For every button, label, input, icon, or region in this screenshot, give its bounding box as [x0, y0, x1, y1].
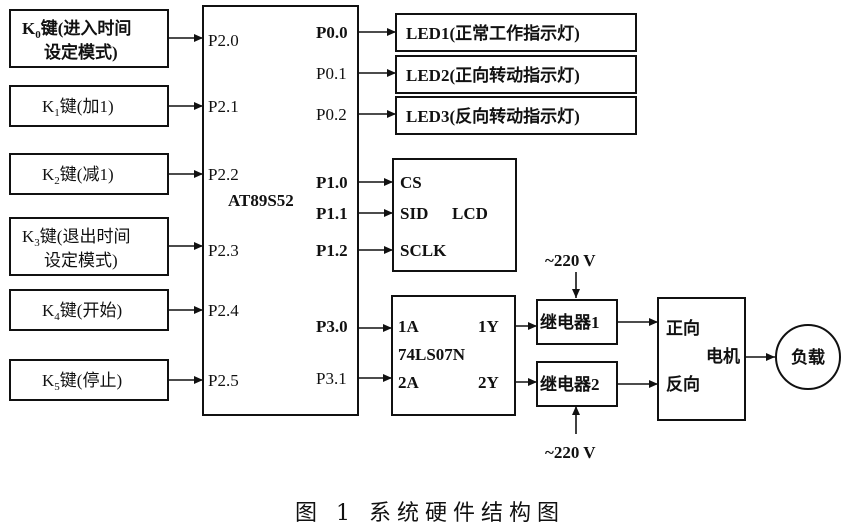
driver-74ls07n: 1A 1Y 74LS07N 2A 2Y — [391, 295, 516, 416]
relay-2: 继电器2 — [536, 361, 618, 407]
key-k1-box — [9, 85, 169, 127]
power-bottom-label: ~220 V — [545, 443, 596, 462]
pin-p1-0: P1.0 — [316, 173, 348, 192]
relay1-label: 继电器1 — [540, 312, 600, 332]
key-k4-label: K4键(开始) — [42, 301, 122, 323]
driver-pin-2a: 2A — [398, 373, 420, 392]
key-k2-label: K2键(减1) — [42, 165, 114, 187]
mcu-output-wires — [358, 28, 396, 382]
key-k4: K4键(开始) — [9, 289, 169, 331]
lcd-pin-cs: CS — [400, 173, 422, 192]
load: 负载 — [775, 324, 841, 390]
key-k5-label: K5键(停止) — [42, 371, 122, 393]
pin-p0-2: P0.2 — [316, 105, 347, 124]
led3-label: LED3(反向转动指示灯) — [406, 106, 580, 126]
key-k2: K2键(减1) — [9, 153, 169, 195]
lcd-module: CS SID SCLK LCD — [392, 158, 517, 272]
lcd-name: LCD — [452, 204, 488, 223]
load-label: 负载 — [791, 347, 825, 367]
motor: 正向 电机 反向 — [657, 297, 746, 421]
key-k0-box — [9, 9, 169, 68]
led3-box — [395, 96, 637, 135]
motor-box — [657, 297, 746, 421]
driver-box — [391, 295, 516, 416]
led1-box — [395, 13, 637, 52]
key-k0-label-line2: 设定模式) — [44, 42, 118, 62]
pin-p0-0: P0.0 — [316, 23, 348, 42]
relay-1: 继电器1 — [536, 299, 618, 345]
key-k2-box — [9, 153, 169, 195]
motor-input-reverse: 反向 — [666, 374, 700, 394]
relay2-label: 继电器2 — [540, 374, 600, 394]
motor-input-forward: 正向 — [666, 318, 700, 338]
key-k3: K3键(退出时间 设定模式) — [9, 217, 169, 276]
lcd-pin-sclk: SCLK — [400, 241, 447, 260]
figure-caption: 图 1 系统硬件结构图 — [295, 501, 565, 526]
driver-name: 74LS07N — [398, 345, 466, 364]
key-k1-label: K1键(加1) — [42, 97, 114, 119]
led2-label: LED2(正向转动指示灯) — [406, 65, 580, 85]
pin-p0-1: P0.1 — [316, 64, 347, 83]
key-wires — [168, 34, 203, 384]
key-k1: K1键(加1) — [9, 85, 169, 127]
driver-pin-2y: 2Y — [478, 373, 499, 392]
driver-pin-1a: 1A — [398, 317, 420, 336]
driver-pin-1y: 1Y — [478, 317, 499, 336]
pin-p2-5: P2.5 — [208, 371, 239, 390]
pin-p2-2: P2.2 — [208, 165, 239, 184]
load-circle — [775, 324, 841, 390]
pin-p2-3: P2.3 — [208, 241, 239, 260]
pin-p1-2: P1.2 — [316, 241, 348, 260]
pin-p2-0: P2.0 — [208, 31, 239, 50]
motor-name: 电机 — [706, 346, 740, 366]
led2-box — [395, 55, 637, 94]
lcd-pin-sid: SID — [400, 204, 428, 223]
power-top-label: ~220 V — [545, 251, 596, 270]
pin-p2-1: P2.1 — [208, 97, 239, 116]
relay1-box — [536, 299, 618, 345]
key-k3-label: K3键(退出时间 — [22, 227, 130, 249]
pin-p2-4: P2.4 — [208, 301, 239, 320]
pin-p1-1: P1.1 — [316, 204, 348, 223]
key-k0-label: K0键(进入时间 — [22, 18, 131, 41]
key-k4-box — [9, 289, 169, 331]
mcu-box — [202, 5, 359, 416]
key-k5: K5键(停止) — [9, 359, 169, 401]
pin-p3-1: P3.1 — [316, 369, 347, 388]
led-group: LED1(正常工作指示灯) LED2(正向转动指示灯) LED3(反向转动指示灯… — [395, 13, 637, 135]
relay2-box — [536, 361, 618, 407]
mcu-name: AT89S52 — [228, 191, 294, 210]
pin-p3-0: P3.0 — [316, 317, 348, 336]
key-k3-label-line2: 设定模式) — [44, 251, 118, 270]
lcd-box — [392, 158, 517, 272]
led1-label: LED1(正常工作指示灯) — [406, 23, 580, 43]
key-k0: K0键(进入时间 设定模式) — [9, 9, 169, 68]
mcu-at89s52: P2.0 P2.1 P2.2 P2.3 P2.4 P2.5 AT89S52 P0… — [202, 5, 359, 416]
